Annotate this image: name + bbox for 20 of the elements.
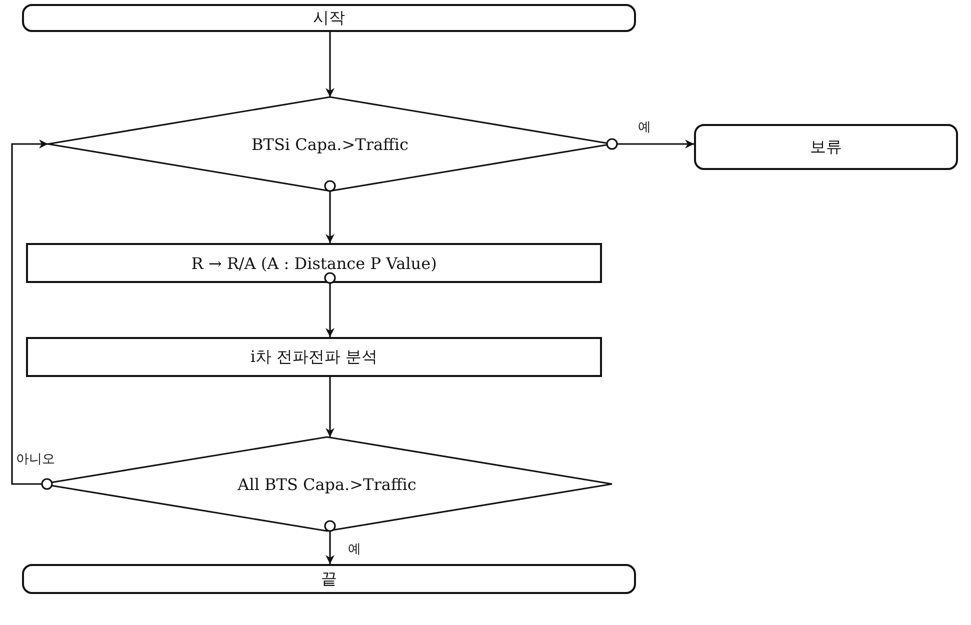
terminal-box xyxy=(694,124,958,170)
start-terminal xyxy=(22,4,636,32)
node-label: i차 전파전파 분석 xyxy=(250,346,378,368)
process-box xyxy=(26,243,602,283)
arrow xyxy=(324,520,336,564)
arrow xyxy=(606,138,694,150)
arrow xyxy=(11,140,53,490)
arrow xyxy=(324,272,336,337)
arrow xyxy=(326,32,334,97)
process-box xyxy=(26,337,602,377)
end-terminal xyxy=(22,564,636,594)
node-label: 시작 xyxy=(313,8,345,28)
node-label: 끝 xyxy=(321,568,337,590)
node-label: BTSi Capa.>Traffic xyxy=(252,134,408,154)
edge-label: 아니오 xyxy=(14,450,57,468)
node-label: R → R/A (A : Distance P Value) xyxy=(191,254,437,272)
arrow xyxy=(324,180,336,243)
arrow xyxy=(326,377,334,437)
node-label: All BTS Capa.>Traffic xyxy=(238,474,416,494)
node-label: 보류 xyxy=(810,136,842,158)
